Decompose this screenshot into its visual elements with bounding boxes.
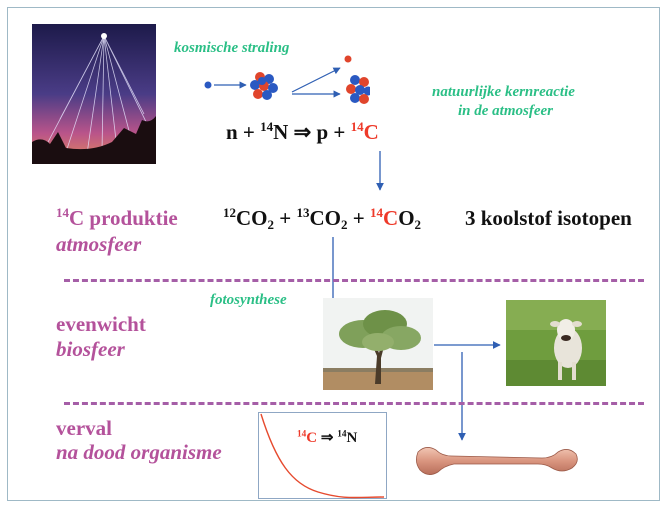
- label-natuurlijke-kernreactie: natuurlijke kernreactie: [432, 84, 575, 100]
- row3-subtitle: na dood organisme: [56, 440, 222, 464]
- proton-particle: [344, 55, 352, 63]
- cosmic-ray-photo: [32, 24, 156, 164]
- nuclear-reaction-equation: n + 14N ⇒ p + 14C: [226, 119, 379, 144]
- carbon-nucleus: [346, 75, 370, 104]
- decay-curve-chart: [258, 412, 387, 499]
- label-in-de-atmosfeer: in de atmosfeer: [458, 103, 553, 119]
- slide-frame: [7, 7, 660, 501]
- row1-title: 14C produktie: [56, 205, 178, 230]
- label-kosmische-straling: kosmische straling: [174, 40, 290, 56]
- label-fotosynthese: fotosynthese: [210, 292, 287, 308]
- neutron-particle: [204, 81, 212, 89]
- decay-curve-line: [260, 413, 385, 499]
- decay-equation: 14C ⇒ 14N: [297, 429, 358, 446]
- row1-subtitle: atmosfeer: [56, 232, 142, 256]
- row3-title: verval: [56, 416, 112, 440]
- nuclear-reaction-diagram: [204, 55, 370, 104]
- divider-2: [64, 402, 644, 405]
- bone-image: [416, 447, 578, 475]
- row2-subtitle: biosfeer: [56, 337, 125, 361]
- co2-isotopes-formula: 12CO2 + 13CO2 + 14CO2: [223, 205, 422, 232]
- label-3-koolstof-isotopen: 3 koolstof isotopen: [465, 206, 632, 230]
- divider-1: [64, 279, 644, 282]
- tree-photo: [323, 298, 433, 390]
- nitrogen-nucleus: [250, 72, 278, 100]
- cow-photo: [506, 300, 606, 386]
- row2-title: evenwicht: [56, 312, 146, 336]
